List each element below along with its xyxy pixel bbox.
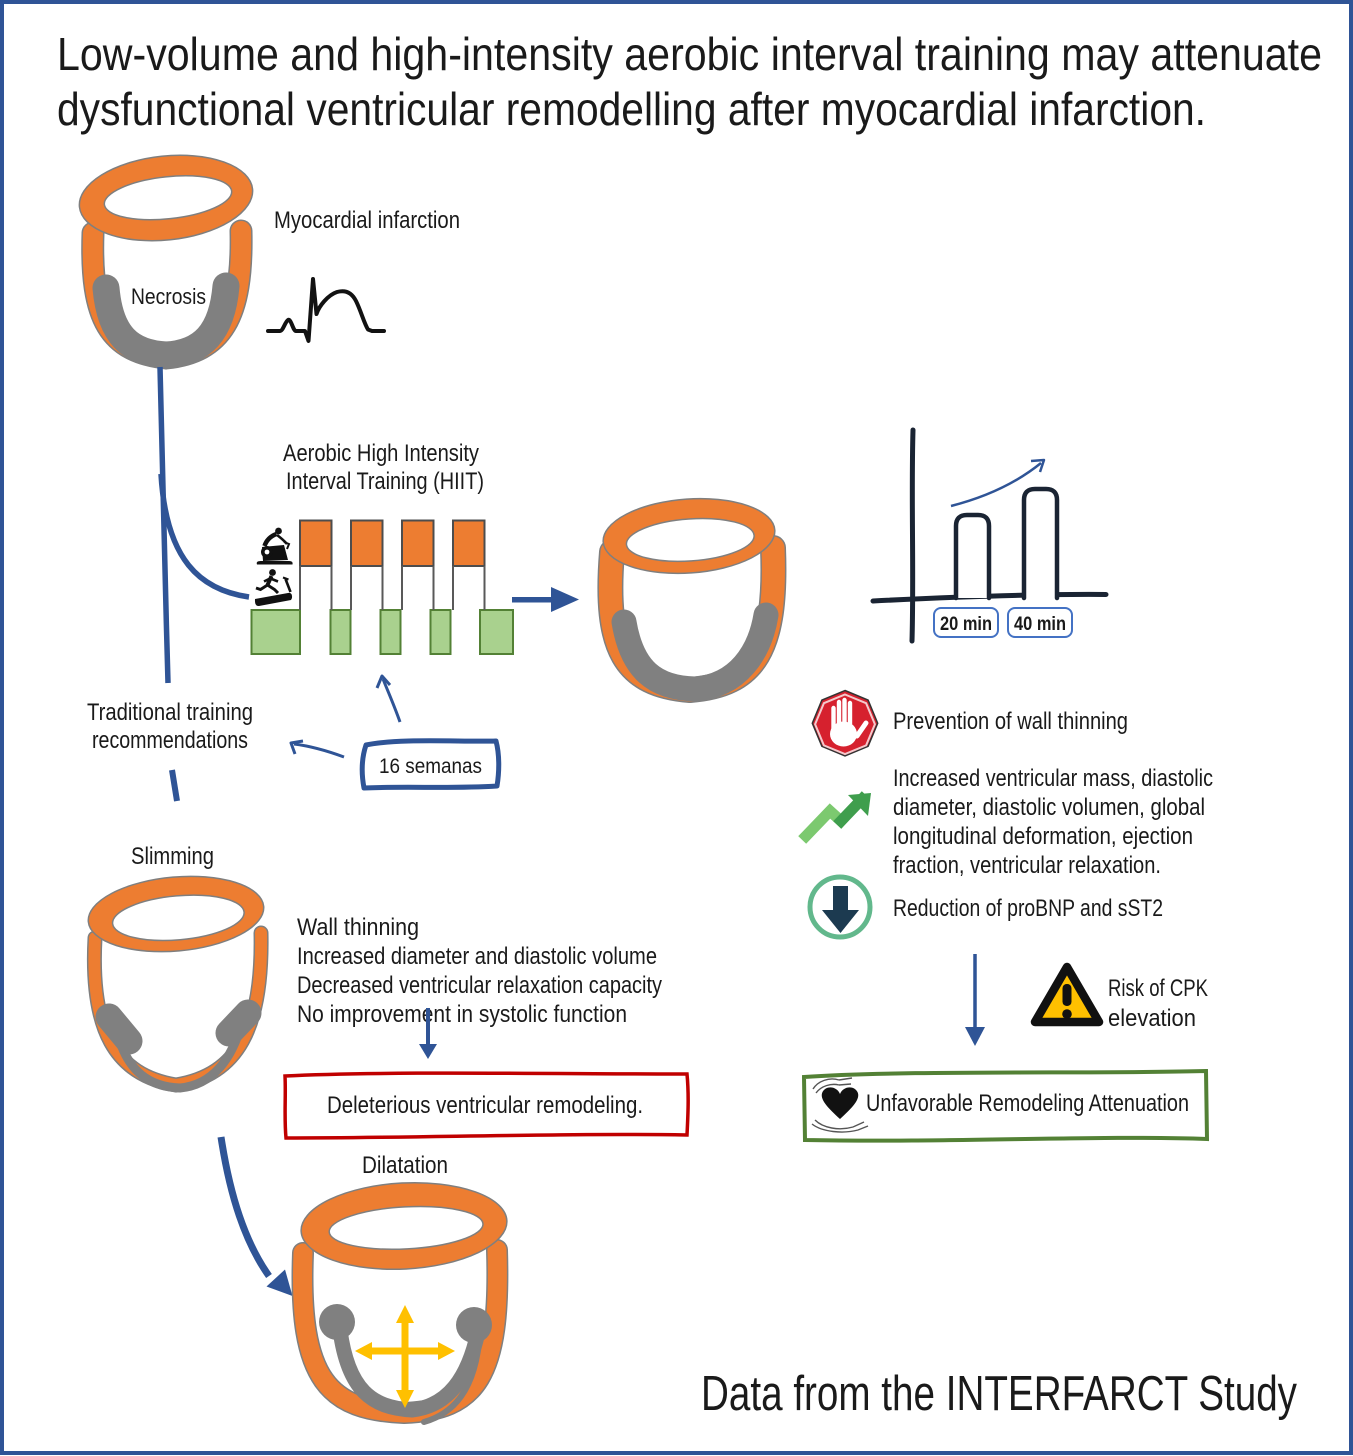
svg-text:20 min: 20 min	[940, 614, 992, 635]
svg-text:Prevention of wall thinning: Prevention of wall thinning	[893, 708, 1128, 735]
svg-text:Myocardial infarction: Myocardial infarction	[274, 207, 460, 234]
svg-text:recommendations: recommendations	[92, 727, 248, 754]
svg-text:Decreased ventricular relaxati: Decreased ventricular relaxation capacit…	[297, 972, 662, 999]
svg-text:Increased ventricular mass, di: Increased ventricular mass, diastolic	[893, 765, 1213, 792]
svg-text:dysfunctional ventricular remo: dysfunctional ventricular remodelling af…	[57, 83, 1206, 135]
svg-text:Deleterious ventricular remode: Deleterious ventricular remodeling.	[327, 1092, 643, 1119]
svg-text:Reduction of proBNP and sST2: Reduction of proBNP and sST2	[893, 895, 1163, 922]
svg-text:16 semanas: 16 semanas	[379, 755, 482, 778]
svg-text:longitudinal deformation, ejec: longitudinal deformation, ejection	[893, 823, 1193, 850]
svg-text:Slimming: Slimming	[131, 843, 214, 870]
svg-text:40 min: 40 min	[1014, 614, 1066, 635]
svg-text:Aerobic High Intensity: Aerobic High Intensity	[283, 440, 479, 467]
svg-text:fraction, ventricular relaxati: fraction, ventricular relaxation.	[893, 852, 1161, 879]
svg-text:Low-volume and high-intensity: Low-volume and high-intensity aerobic in…	[57, 28, 1322, 80]
svg-text:No improvement in systolic fun: No improvement in systolic function	[297, 1001, 627, 1028]
svg-text:Risk of CPK: Risk of CPK	[1108, 975, 1208, 1002]
svg-text:Increased diameter and diastol: Increased diameter and diastolic volume	[297, 943, 657, 970]
svg-text:diameter, diastolic volumen, g: diameter, diastolic volumen, global	[893, 794, 1205, 821]
svg-text:Traditional training: Traditional training	[87, 699, 253, 726]
svg-text:Unfavorable Remodeling Attenua: Unfavorable Remodeling Attenuation	[866, 1090, 1189, 1117]
svg-text:Wall thinning: Wall thinning	[297, 914, 419, 941]
svg-text:Interval Training (HIIT): Interval Training (HIIT)	[286, 468, 484, 495]
svg-text:elevation: elevation	[1108, 1005, 1196, 1032]
svg-text:Data from the INTERFARCT Study: Data from the INTERFARCT Study	[701, 1367, 1297, 1421]
svg-text:Necrosis: Necrosis	[131, 284, 206, 309]
svg-text:Dilatation: Dilatation	[362, 1152, 448, 1179]
